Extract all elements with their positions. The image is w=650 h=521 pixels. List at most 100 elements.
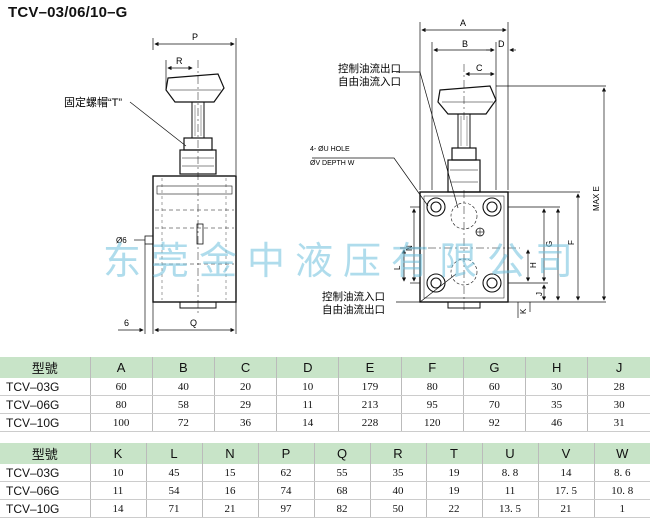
spec-table-1: 型號 A B C D E F G H J TCV–03G 60 40 20 10… <box>0 357 650 432</box>
header-cell: F <box>401 357 464 378</box>
technical-drawing: P R 固定螺帽“T” Ø6 6 Q <box>64 18 607 334</box>
dim-f-label: F <box>567 240 576 245</box>
table-cell: 14 <box>90 499 147 518</box>
port-callout-bottom-2: 自由油流出口 <box>322 303 385 316</box>
dim-max-e-label: MAX E <box>592 186 601 211</box>
table-cell: 70 <box>463 395 527 414</box>
table-cell: 71 <box>146 499 203 518</box>
table-cell: 14 <box>276 413 340 432</box>
drawing-title: TCV–03/06/10–G <box>8 4 128 21</box>
table-cell: 80 <box>401 378 464 396</box>
table-cell: 60 <box>90 378 153 396</box>
dim-n-label: N <box>405 245 414 251</box>
table-cell: 60 <box>463 378 527 396</box>
table-cell: 40 <box>152 378 215 396</box>
table-cell: 100 <box>90 413 153 432</box>
dim-r-label: R <box>176 56 183 66</box>
table-cell: 10. 8 <box>594 481 650 500</box>
table-cell: TCV–10G <box>0 499 91 518</box>
header-cell: J <box>587 357 650 378</box>
table-cell: 8. 6 <box>594 464 650 482</box>
dim-6-label: 6 <box>124 318 129 328</box>
nut-callout: 固定螺帽“T” <box>64 95 122 109</box>
table-cell: 30 <box>525 378 589 396</box>
dim-a-label: A <box>460 18 466 28</box>
table-cell: TCV–06G <box>0 481 91 500</box>
dim-g-label: G <box>545 241 554 247</box>
header-cell: B <box>152 357 215 378</box>
front-view <box>312 22 607 318</box>
table-cell: 97 <box>258 499 315 518</box>
table-cell: 1 <box>594 499 650 518</box>
table-cell: 50 <box>370 499 427 518</box>
table-cell: 21 <box>538 499 595 518</box>
table-cell: 92 <box>463 413 527 432</box>
dim-k-label: K <box>519 308 528 314</box>
table-cell: 13. 5 <box>482 499 539 518</box>
table-cell: 40 <box>370 481 427 500</box>
table-cell: 19 <box>426 481 483 500</box>
header-cell: L <box>146 443 203 464</box>
dim-b-label: B <box>462 39 468 49</box>
table-cell: 15 <box>202 464 259 482</box>
table-cell: 22 <box>426 499 483 518</box>
header-cell: U <box>482 443 539 464</box>
header-cell: C <box>214 357 278 378</box>
table-cell: 54 <box>146 481 203 500</box>
port-callout-top-1: 控制油流出口 <box>338 62 401 75</box>
dim-l-label: L <box>393 265 402 270</box>
table-cell: 95 <box>401 395 464 414</box>
table-cell: 68 <box>314 481 371 500</box>
header-cell: K <box>90 443 147 464</box>
header-cell: V <box>538 443 595 464</box>
table-cell: 74 <box>258 481 315 500</box>
spec-table-2-header: 型號 K L N P Q R T U V W <box>0 443 650 464</box>
table-cell: 28 <box>587 378 650 396</box>
table-cell: 213 <box>338 395 402 414</box>
hole-callout-2: ØV DEPTH W <box>310 160 355 167</box>
spec-table-2: 型號 K L N P Q R T U V W TCV–03G 10 45 15 … <box>0 443 650 518</box>
side-view <box>118 38 237 334</box>
dim-q-label: Q <box>190 318 197 328</box>
table-cell: 10 <box>276 378 340 396</box>
table-cell: 11 <box>482 481 539 500</box>
table-cell: 8. 8 <box>482 464 539 482</box>
dim-j-label: J <box>535 292 544 296</box>
table-cell: 17. 5 <box>538 481 595 500</box>
table-cell: 16 <box>202 481 259 500</box>
table-cell: 228 <box>338 413 402 432</box>
table-cell: 11 <box>276 395 340 414</box>
table-cell: 45 <box>146 464 203 482</box>
table-cell: 82 <box>314 499 371 518</box>
header-cell: 型號 <box>0 443 91 464</box>
table-cell: TCV–06G <box>0 395 91 414</box>
spec-table-1-header: 型號 A B C D E F G H J <box>0 357 650 378</box>
dim-h-label: H <box>529 262 538 268</box>
table-cell: 46 <box>525 413 589 432</box>
table-row: TCV–06G 80 58 29 11 213 95 70 35 30 <box>0 395 650 414</box>
table-cell: 21 <box>202 499 259 518</box>
table-cell: 35 <box>525 395 589 414</box>
table-cell: 58 <box>152 395 215 414</box>
header-cell: Q <box>314 443 371 464</box>
table-cell: 10 <box>90 464 147 482</box>
table-cell: 29 <box>214 395 278 414</box>
port-callout-top-2: 自由油流入口 <box>338 75 401 88</box>
dim-d-label: D <box>498 39 505 49</box>
header-cell: A <box>90 357 153 378</box>
hole-callout-1: 4- ØU HOLE <box>310 146 350 153</box>
header-cell: W <box>594 443 650 464</box>
table-cell: 20 <box>214 378 278 396</box>
table-cell: 19 <box>426 464 483 482</box>
dim-p-label: P <box>192 32 198 42</box>
table-cell: 80 <box>90 395 153 414</box>
table-row: TCV–03G 10 45 15 62 55 35 19 8. 8 14 8. … <box>0 464 650 482</box>
table-cell: 55 <box>314 464 371 482</box>
table-row: TCV–06G 11 54 16 74 68 40 19 11 17. 5 10… <box>0 481 650 500</box>
header-cell: H <box>525 357 589 378</box>
header-cell: G <box>463 357 527 378</box>
table-cell: 179 <box>338 378 402 396</box>
dim-phi6-label: Ø6 <box>116 236 127 245</box>
table-cell: 30 <box>587 395 650 414</box>
table-cell: 31 <box>587 413 650 432</box>
